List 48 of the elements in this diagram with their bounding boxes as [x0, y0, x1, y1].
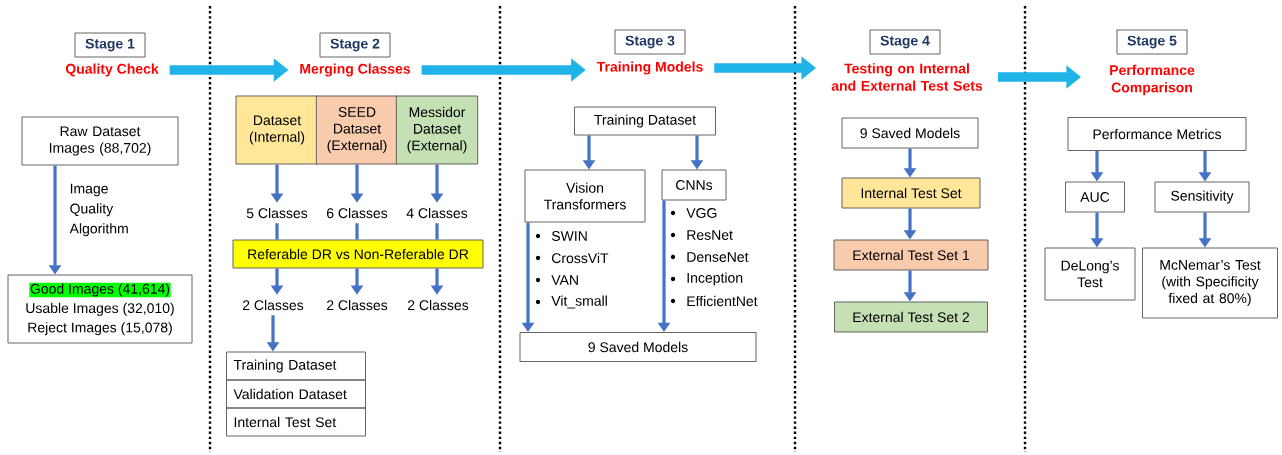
stage-box: Stage 2	[319, 32, 391, 58]
class-label: 2 Classes	[408, 299, 469, 311]
list-item: DenseNet	[670, 252, 749, 262]
process-box: McNemar’s Test (with Specificity fixed at 80%)	[1142, 247, 1278, 319]
stage-title: Testing on Internal and External Test Sets	[831, 63, 983, 91]
list-item: VAN	[535, 275, 578, 285]
process-box: External Test Set 2	[834, 301, 988, 333]
category-band: Referable DR vs Non-Referable DR	[232, 239, 484, 269]
table-row: Internal Test Set	[226, 407, 366, 437]
list-item: VGG	[670, 208, 717, 218]
process-box: 9 Saved Models	[519, 332, 757, 362]
process-box: Internal Test Set	[841, 177, 981, 209]
process-box: 9 Saved Models	[841, 117, 979, 149]
list-item: SWIN	[535, 231, 587, 241]
dataset-box: Messidor Dataset (External)	[395, 95, 479, 165]
stage-title: Performance Comparison	[1110, 64, 1195, 96]
process-box: Raw Dataset Images (88,702)	[21, 116, 179, 166]
stage-title: Quality Check	[65, 63, 159, 77]
class-label: 2 Classes	[327, 299, 388, 311]
class-label: 4 Classes	[406, 207, 468, 219]
edge-label: Image Quality Algorithm	[69, 183, 128, 237]
dataset-box: Dataset (Internal)	[235, 95, 319, 165]
class-label: 5 Classes	[246, 207, 308, 219]
stage-box: Stage 3	[614, 29, 686, 55]
list-item: CrossViT	[535, 252, 609, 264]
list-item: Inception	[670, 272, 743, 286]
stage-box: Stage 4	[869, 29, 941, 55]
process-box: DeLong’s Test	[1044, 247, 1136, 301]
table-row: Validation Dataset	[226, 379, 366, 409]
process-box: External Test Set 1	[833, 239, 989, 271]
result-box: Good Images (41,614) Usable Images (32,010) Reject Images (15,078)	[7, 274, 193, 344]
process-box: Performance Metrics	[1067, 117, 1247, 151]
stage-box: Stage 1	[74, 32, 146, 58]
table-row: Training Dataset	[226, 351, 366, 381]
process-box: AUC	[1065, 181, 1125, 213]
process-box: Training Dataset	[574, 106, 716, 136]
dataset-box: SEED Dataset (External)	[315, 95, 399, 165]
list-item: ResNet	[670, 230, 733, 240]
process-box: CNNs	[661, 169, 727, 201]
list-item: Vit_small	[535, 295, 607, 309]
stage-title: Training Models	[596, 61, 703, 75]
class-label: 2 Classes	[243, 299, 304, 311]
process-box: Sensitivity	[1154, 181, 1250, 213]
stage-title: Merging Classes	[300, 63, 411, 77]
stage-box: Stage 5	[1116, 29, 1188, 55]
class-label: 6 Classes	[327, 207, 388, 219]
process-box: Vision Transformers	[524, 169, 646, 223]
list-item: EfficientNet	[670, 295, 758, 307]
